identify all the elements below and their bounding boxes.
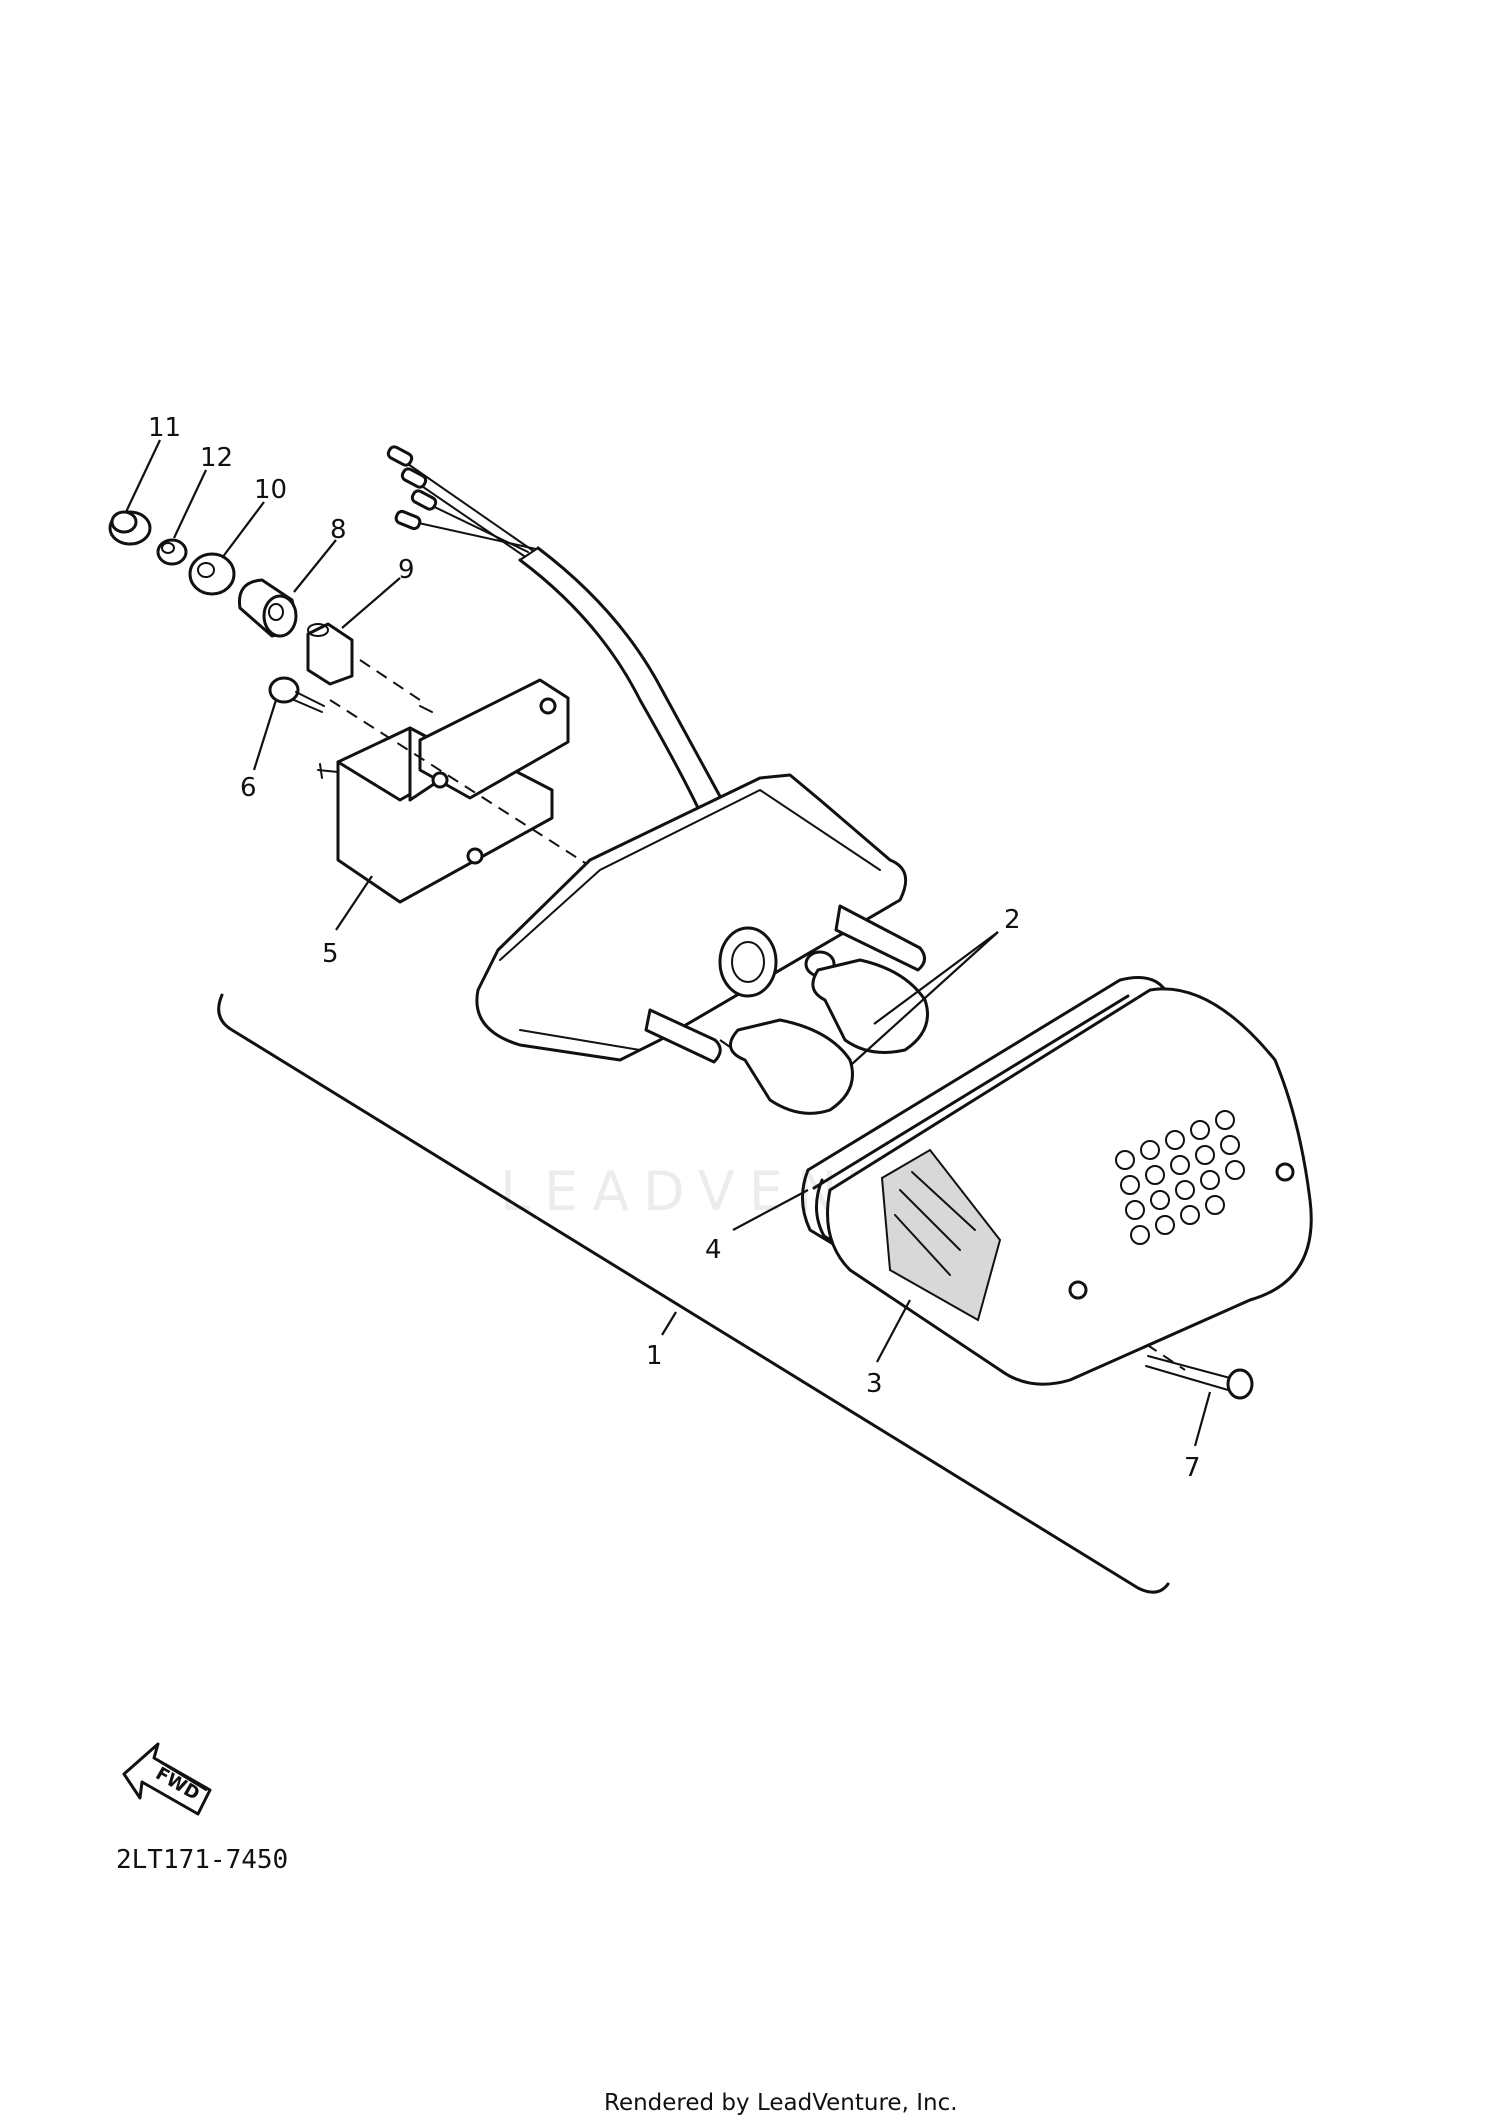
nut xyxy=(108,510,152,546)
collar xyxy=(306,622,354,686)
part-label-10: 10 xyxy=(254,475,287,505)
alignment-line xyxy=(359,659,421,701)
lens-pattern xyxy=(1115,1110,1245,1245)
part-label-7: 7 xyxy=(1184,1453,1201,1483)
bulb xyxy=(729,1018,854,1115)
plain-washer xyxy=(188,552,236,596)
part-label-8: 8 xyxy=(330,515,347,545)
part-label-6: 6 xyxy=(240,773,257,803)
part-label-2: 2 xyxy=(1004,905,1021,935)
mounting-bracket xyxy=(317,678,570,904)
part-label-1: 1 xyxy=(646,1341,663,1371)
tail-light-housing xyxy=(475,773,926,1064)
diagram-code: 2LT171-7450 xyxy=(116,1845,288,1875)
grommet xyxy=(237,578,298,638)
part-label-12: 12 xyxy=(200,443,233,473)
leader-lines xyxy=(125,439,1212,1447)
screw-7 xyxy=(1145,1355,1254,1400)
assembly-bracket xyxy=(217,993,1170,1594)
lock-washer xyxy=(156,538,188,566)
part-label-9: 9 xyxy=(398,555,415,585)
wire-harness xyxy=(386,445,724,814)
bulb xyxy=(811,958,929,1054)
part-label-3: 3 xyxy=(866,1369,883,1399)
forward-direction-arrow: FWD xyxy=(122,1742,212,1816)
part-label-5: 5 xyxy=(322,939,339,969)
part-label-4: 4 xyxy=(705,1235,722,1265)
tail-light-lens xyxy=(826,987,1313,1386)
screw-6 xyxy=(268,676,325,713)
footer-credit: Rendered by LeadVenture, Inc. xyxy=(604,2090,958,2116)
part-label-11: 11 xyxy=(148,413,181,443)
